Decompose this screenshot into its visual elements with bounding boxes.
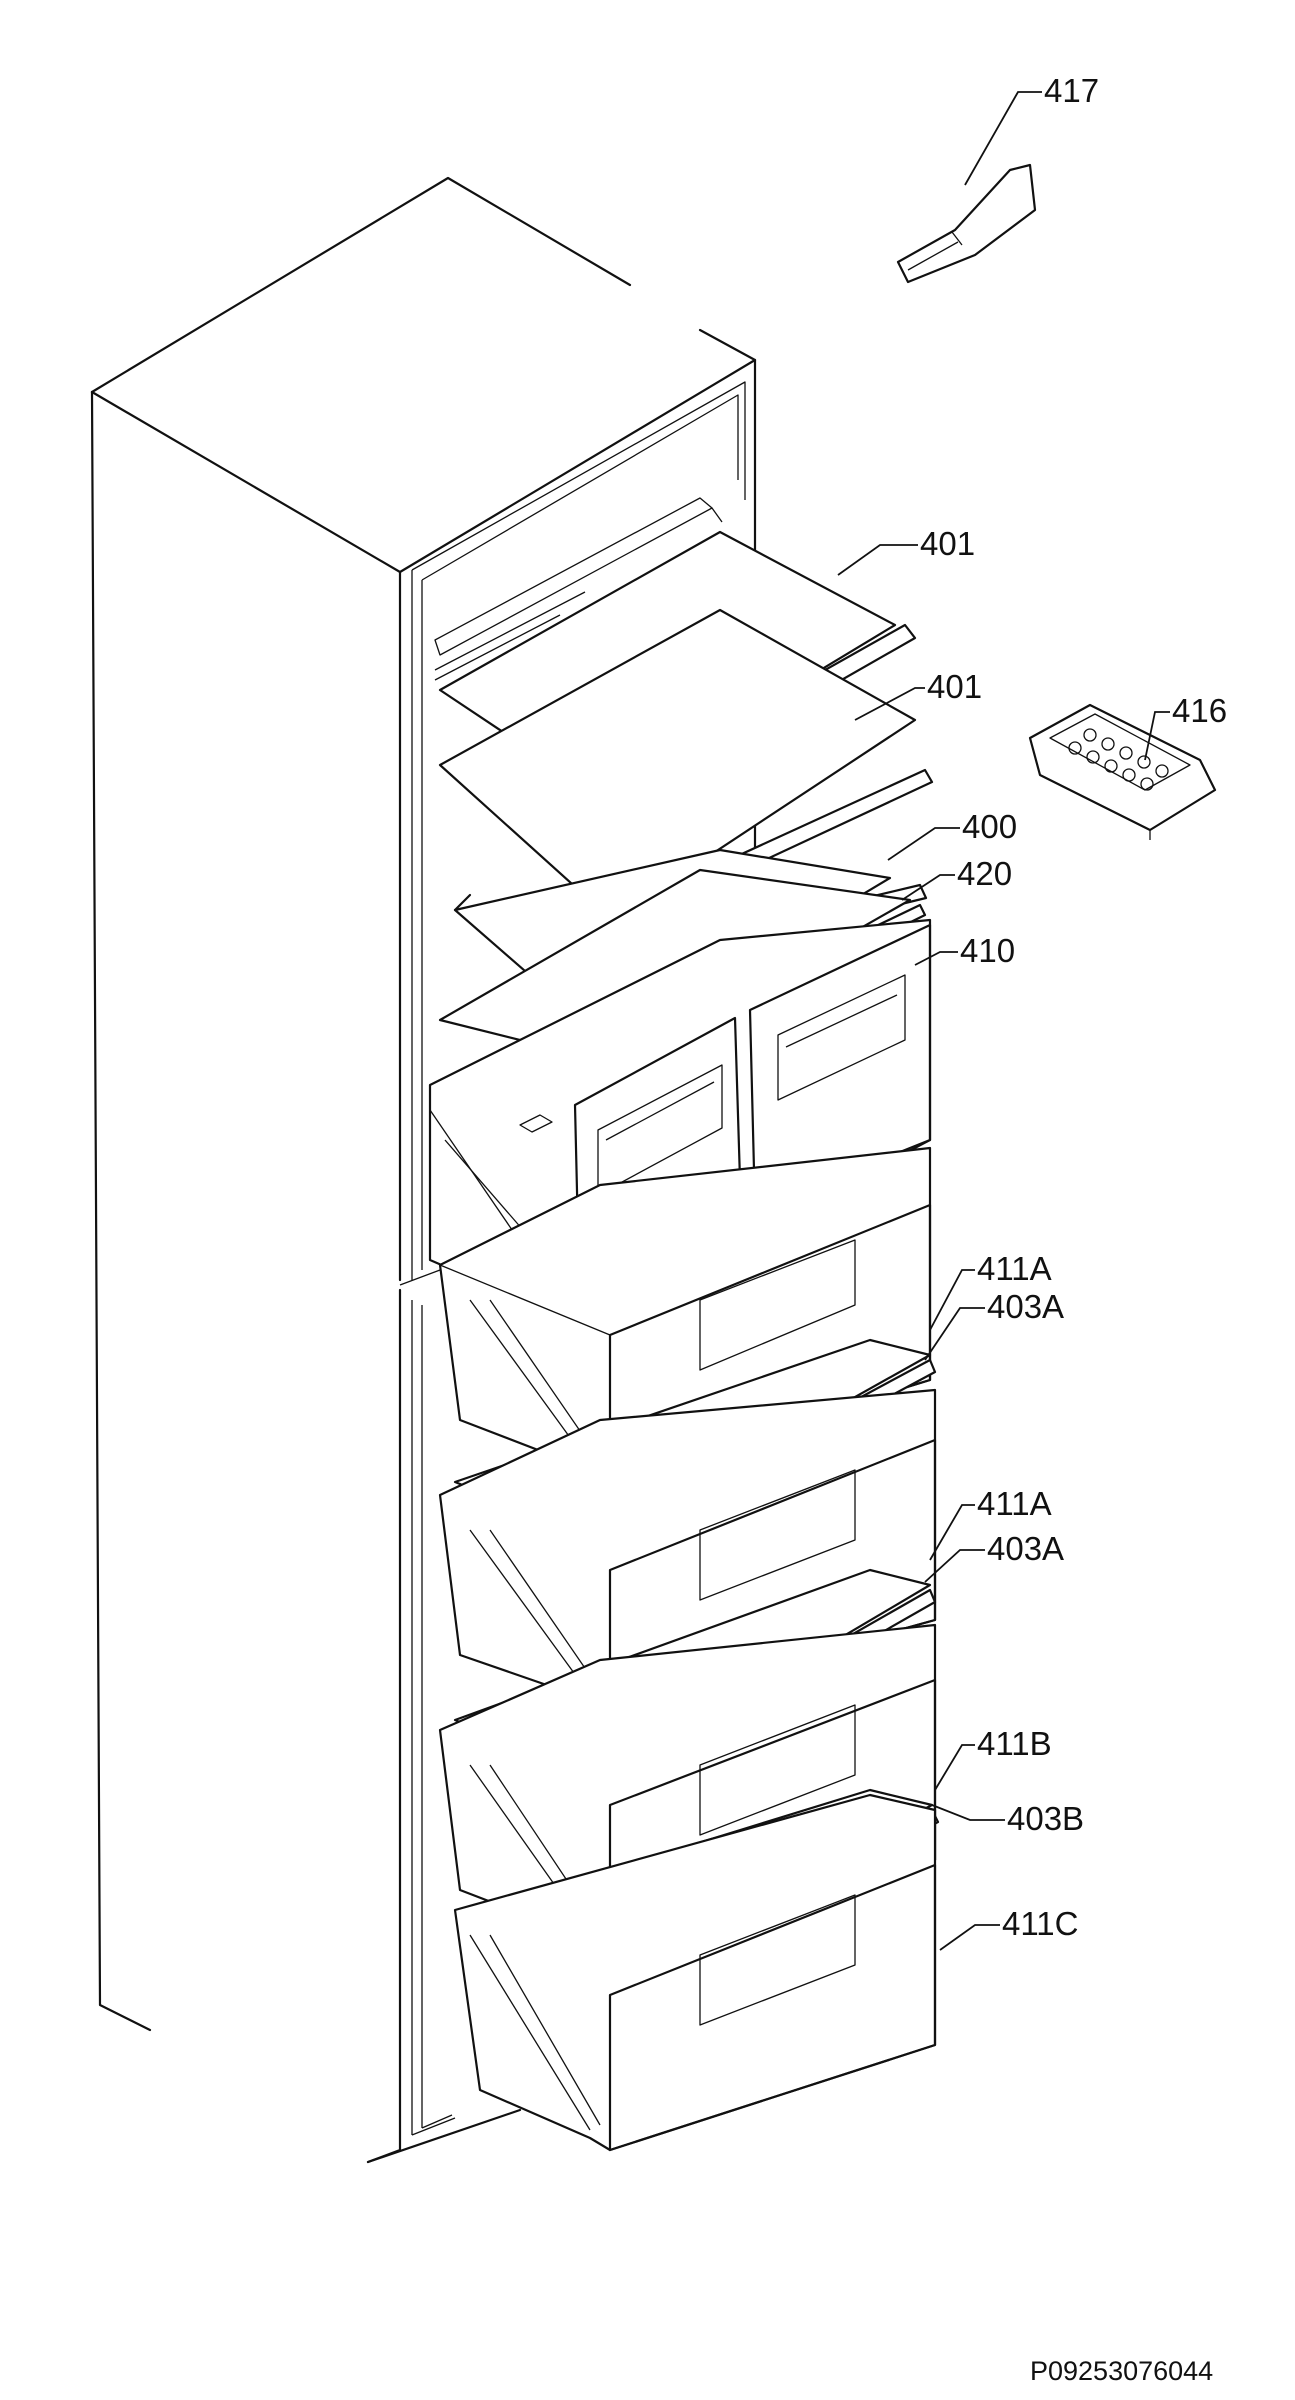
callout-labels: 417 401 401 416 400 420 410 411A 403A 41… (920, 72, 1227, 1942)
callout-400: 400 (962, 808, 1017, 845)
document-id: P09253076044 (1030, 2356, 1213, 2386)
callout-411a-upper: 411A (977, 1250, 1052, 1287)
callout-416: 416 (1172, 692, 1227, 729)
callout-410: 410 (960, 932, 1015, 969)
callout-401-top: 401 (920, 525, 975, 562)
ice-scraper-417 (896, 163, 1037, 284)
callout-411a-lower: 411A (977, 1485, 1052, 1522)
callout-403a-lower: 403A (987, 1530, 1064, 1567)
callout-420: 420 (957, 855, 1012, 892)
callout-411b: 411B (977, 1725, 1052, 1762)
callout-401-middle: 401 (927, 668, 982, 705)
refrigerator-cabinet (90, 176, 757, 2164)
callout-417: 417 (1044, 72, 1099, 109)
callout-411c: 411C (1002, 1905, 1078, 1942)
drawer-411c (453, 1793, 937, 2152)
leader-lines (837, 91, 1170, 1951)
callout-403a-upper: 403A (987, 1288, 1064, 1325)
callout-403b: 403B (1007, 1800, 1084, 1837)
ice-cube-tray-416 (1028, 703, 1217, 840)
